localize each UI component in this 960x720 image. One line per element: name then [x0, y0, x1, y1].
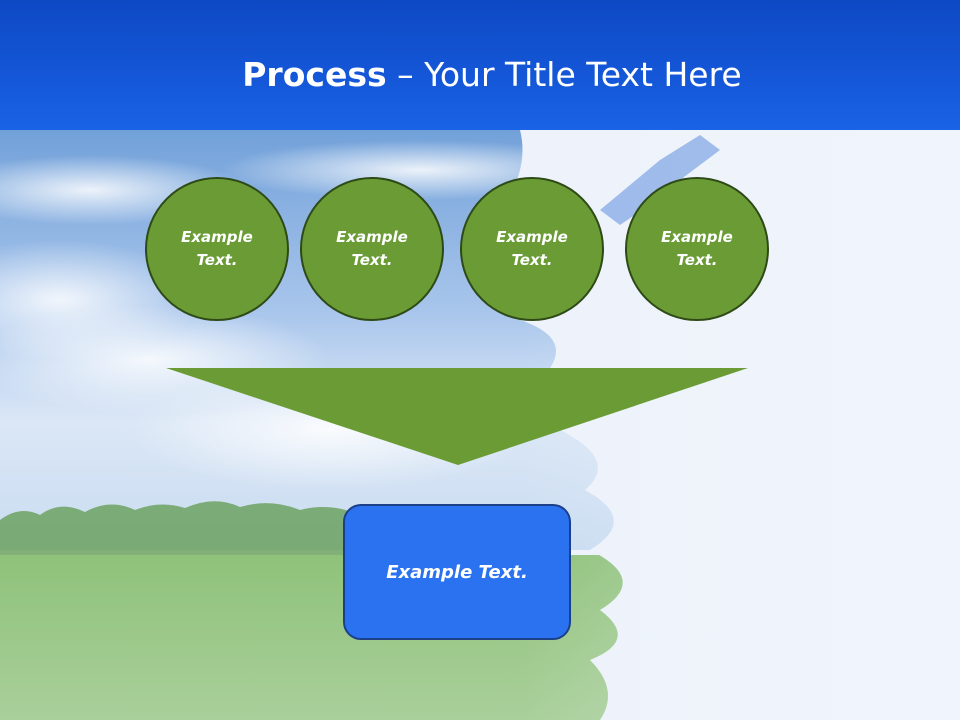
result-box[interactable]: Example Text. [343, 504, 571, 640]
title-rest-text: – Your Title Text Here [386, 55, 742, 94]
funnel-triangle[interactable] [166, 368, 748, 465]
process-circle-2[interactable]: Example Text. [300, 177, 444, 321]
circle-label-4: Example Text. [661, 228, 733, 269]
circle-label-1: Example Text. [181, 228, 253, 269]
header-bar [0, 0, 960, 130]
process-circle-1[interactable]: Example Text. [145, 177, 289, 321]
process-circle-3[interactable]: Example Text. [460, 177, 604, 321]
paintbrush-image [600, 135, 720, 225]
result-label: Example Text. [386, 561, 528, 583]
circle-label-3: Example Text. [496, 228, 568, 269]
circle-label-2: Example Text. [336, 228, 408, 269]
process-circle-4[interactable]: Example Text. [625, 177, 769, 321]
slide-title[interactable]: Process – Your Title Text Here [0, 50, 960, 100]
title-bold-text: Process [242, 55, 387, 94]
